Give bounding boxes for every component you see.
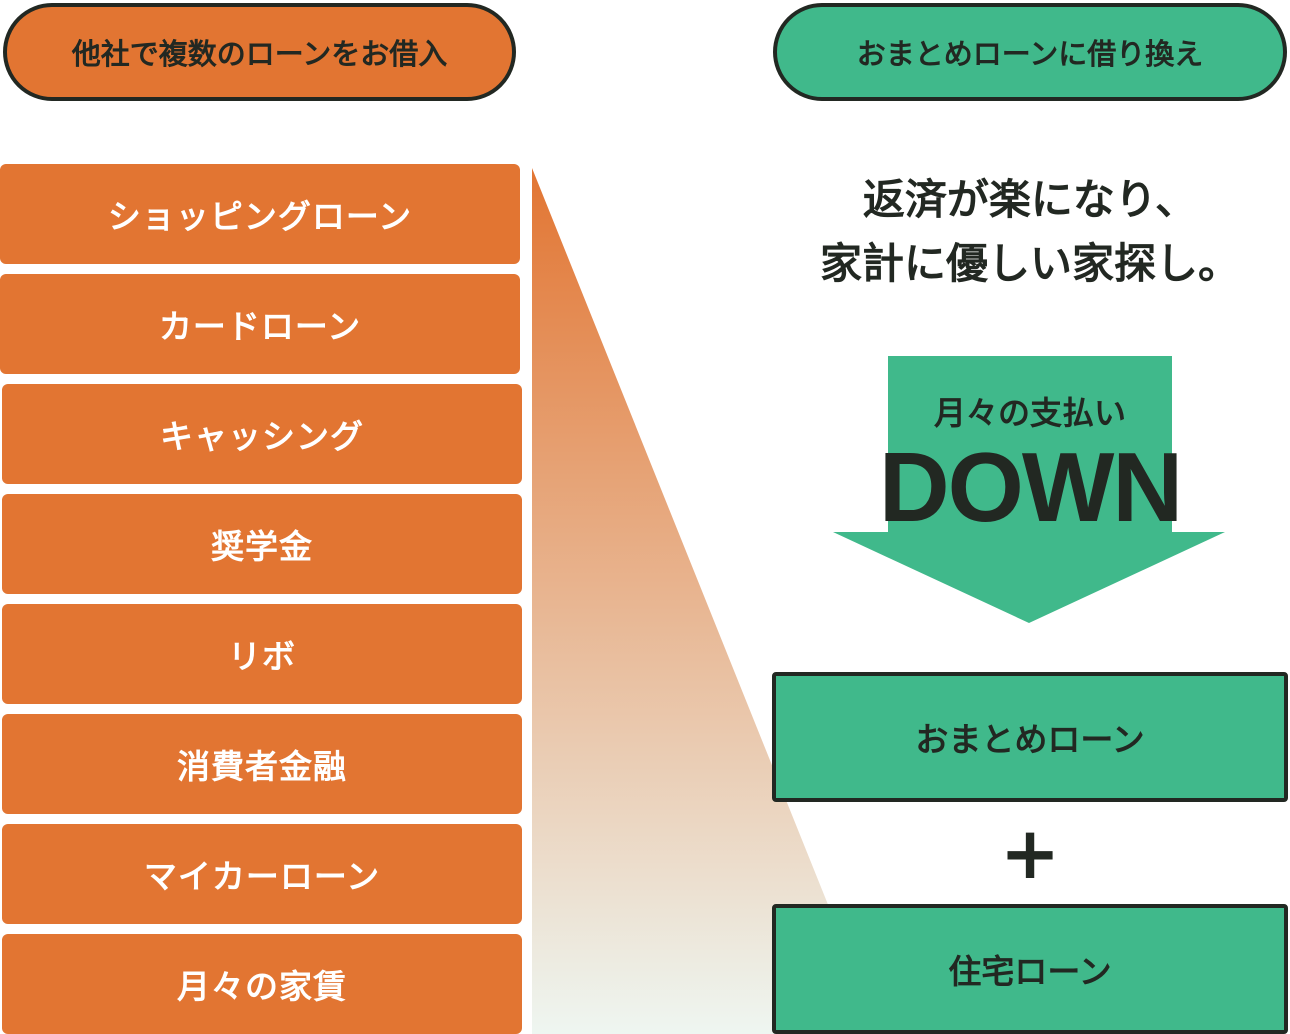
- right-header-text: おまとめローンに借り換え: [856, 37, 1204, 71]
- loan-item-label: カードローン: [158, 307, 362, 346]
- right-header-pill: おまとめローンに借り換え: [773, 3, 1287, 101]
- down-text: DOWN: [878, 432, 1183, 542]
- loan-item: カードローン: [0, 274, 520, 374]
- arrow-label: 月々の支払い: [933, 394, 1126, 432]
- loan-item: リボ: [2, 604, 522, 704]
- loan-item-label: 消費者金融: [177, 747, 347, 786]
- result-box-housing: 住宅ローン: [772, 904, 1288, 1034]
- loan-item-label: マイカーローン: [143, 857, 381, 896]
- loan-item-label: キャッシング: [160, 417, 364, 456]
- headline-line-1: 返済が楽になり、: [862, 175, 1198, 224]
- left-header-pill: 他社で複数のローンをお借入: [3, 3, 516, 101]
- loan-item: 奨学金: [2, 494, 522, 594]
- result-box-label: 住宅ローン: [948, 952, 1112, 991]
- loan-item-label: ショッピングローン: [107, 197, 413, 236]
- loan-item: キャッシング: [2, 384, 522, 484]
- headline: 返済が楽になり、 家計に優しい家探し。: [780, 168, 1280, 296]
- loan-item-label: 奨学金: [211, 527, 313, 566]
- plus-icon: +: [999, 811, 1061, 895]
- result-box-omatome: おまとめローン: [772, 672, 1288, 802]
- loan-item-label: 月々の家賃: [177, 967, 347, 1006]
- loan-item: マイカーローン: [2, 824, 522, 924]
- left-header-text: 他社で複数のローンをお借入: [71, 37, 448, 71]
- loan-item-label: リボ: [228, 637, 296, 676]
- headline-line-2: 家計に優しい家探し。: [819, 239, 1240, 288]
- loan-item: 消費者金融: [2, 714, 522, 814]
- funnel-shape: [532, 168, 880, 1034]
- loan-item: 月々の家賃: [2, 934, 522, 1034]
- loan-item: ショッピングローン: [0, 164, 520, 264]
- result-box-label: おまとめローン: [915, 720, 1145, 759]
